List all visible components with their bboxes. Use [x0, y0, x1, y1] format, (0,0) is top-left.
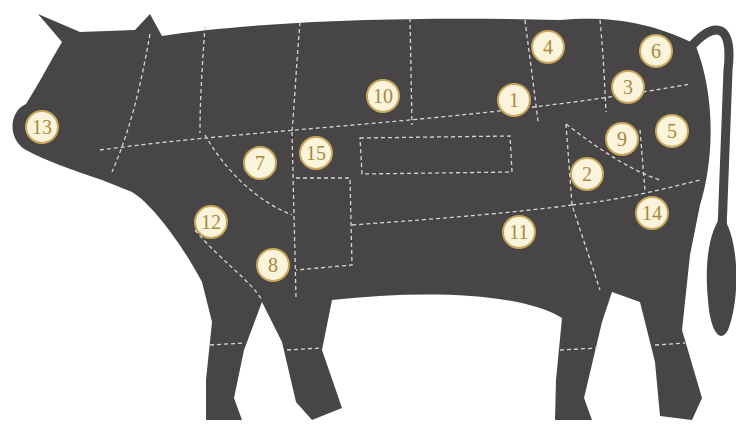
- callout-badge: 1: [497, 83, 531, 117]
- cut-lines: [100, 18, 700, 350]
- callout-badge: 5: [655, 114, 689, 148]
- callout-badge: 13: [25, 110, 59, 144]
- callout-number: 5: [667, 121, 677, 141]
- callout-number: 10: [373, 86, 393, 106]
- callout-badge: 2: [570, 157, 604, 191]
- callout-badge: 11: [502, 215, 536, 249]
- callout-badge: 12: [194, 205, 228, 239]
- callout-badge: 3: [611, 70, 645, 104]
- cow-tail-tuft: [707, 215, 736, 336]
- callout-number: 2: [582, 164, 592, 184]
- callout-badge: 4: [531, 30, 565, 64]
- callout-number: 12: [201, 212, 221, 232]
- callout-number: 9: [617, 129, 627, 149]
- callout-badge: 15: [299, 136, 333, 170]
- callout-badge: 10: [366, 79, 400, 113]
- callout-number: 11: [509, 222, 528, 242]
- callout-number: 1: [509, 90, 519, 110]
- callout-number: 13: [32, 117, 52, 137]
- callout-number: 4: [543, 37, 553, 57]
- callout-number: 8: [268, 255, 278, 275]
- callout-badge: 8: [256, 248, 290, 282]
- callout-number: 14: [642, 203, 662, 223]
- callout-badge: 7: [243, 146, 277, 180]
- callout-badge: 6: [639, 34, 673, 68]
- callout-number: 6: [651, 41, 661, 61]
- callout-number: 15: [306, 143, 326, 163]
- callout-badge: 9: [605, 122, 639, 156]
- cow-body: [13, 14, 711, 420]
- callout-number: 3: [623, 77, 633, 97]
- callout-number: 7: [255, 153, 265, 173]
- callout-badge: 14: [635, 196, 669, 230]
